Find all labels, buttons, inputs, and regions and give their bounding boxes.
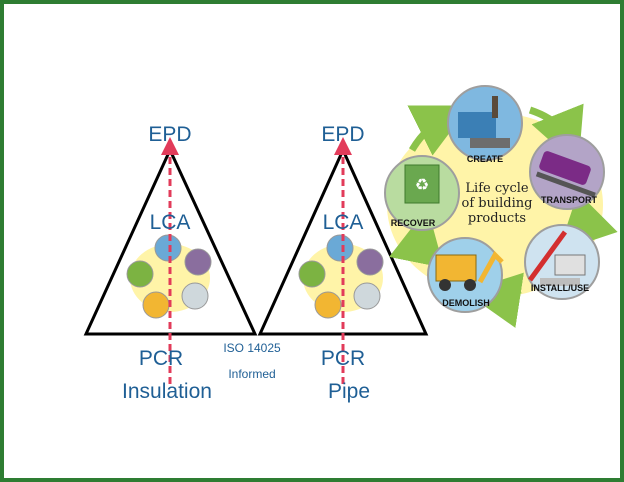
cycle-arrow	[407, 105, 471, 156]
stage-label: RECOVER	[391, 218, 436, 228]
stage-create: CREATE	[447, 85, 523, 164]
epd-label: EPD	[321, 123, 364, 146]
mini-create-icon	[326, 234, 354, 262]
mini-recover-icon	[298, 260, 326, 288]
mini-recover-icon	[126, 260, 154, 288]
triangle-pipe: EPD LCA PCR Pipe	[257, 123, 429, 403]
cycle-center-line: products	[468, 211, 526, 226]
mini-demolish-icon	[314, 291, 342, 319]
dump-truck-icon	[435, 254, 477, 282]
crane-icon	[527, 230, 568, 282]
stage-demolish: DEMOLISH	[427, 237, 504, 313]
stage-label: TRANSPORT	[541, 195, 598, 205]
mini-install-icon	[181, 282, 209, 310]
mini-create-icon	[154, 234, 182, 262]
train-icon	[539, 151, 591, 185]
stage-label: INSTALL/USE	[531, 283, 589, 293]
stage-transport: TRANSPORT	[529, 134, 605, 210]
factory-icon	[458, 112, 496, 138]
mini-transport-icon	[356, 248, 384, 276]
triangle-insulation: EPD LCA PCR Insulation	[83, 123, 258, 403]
cycle-arrow	[389, 207, 444, 268]
mini-demolish-icon	[142, 291, 170, 319]
pcr-label: PCR	[321, 347, 365, 370]
stage-label: DEMOLISH	[442, 298, 490, 308]
stage-label: CREATE	[467, 154, 503, 164]
lca-label: LCA	[150, 211, 191, 234]
mini-transport-icon	[184, 248, 212, 276]
informed-label: Informed	[228, 367, 275, 381]
product-label: Pipe	[328, 380, 370, 403]
lca-label: LCA	[323, 211, 364, 234]
pcr-label: PCR	[139, 347, 183, 370]
life-cycle-diagram: CREATE TRANSPORT INSTALL/USE DEMOLISH	[384, 85, 618, 328]
recycle-symbol: ♻	[415, 177, 429, 194]
mini-life-cycle	[298, 234, 384, 319]
iso-standard-label: ISO 14025	[223, 341, 281, 355]
stage-recover: ♻ RECOVER	[384, 155, 460, 231]
cycle-center-line: of building	[462, 196, 533, 211]
epd-label: EPD	[148, 123, 191, 146]
mini-install-icon	[353, 282, 381, 310]
recycle-icon	[404, 164, 440, 204]
product-label: Insulation	[122, 380, 212, 403]
stage-install: INSTALL/USE	[524, 224, 600, 300]
cycle-center-line: Life cycle	[465, 181, 528, 196]
